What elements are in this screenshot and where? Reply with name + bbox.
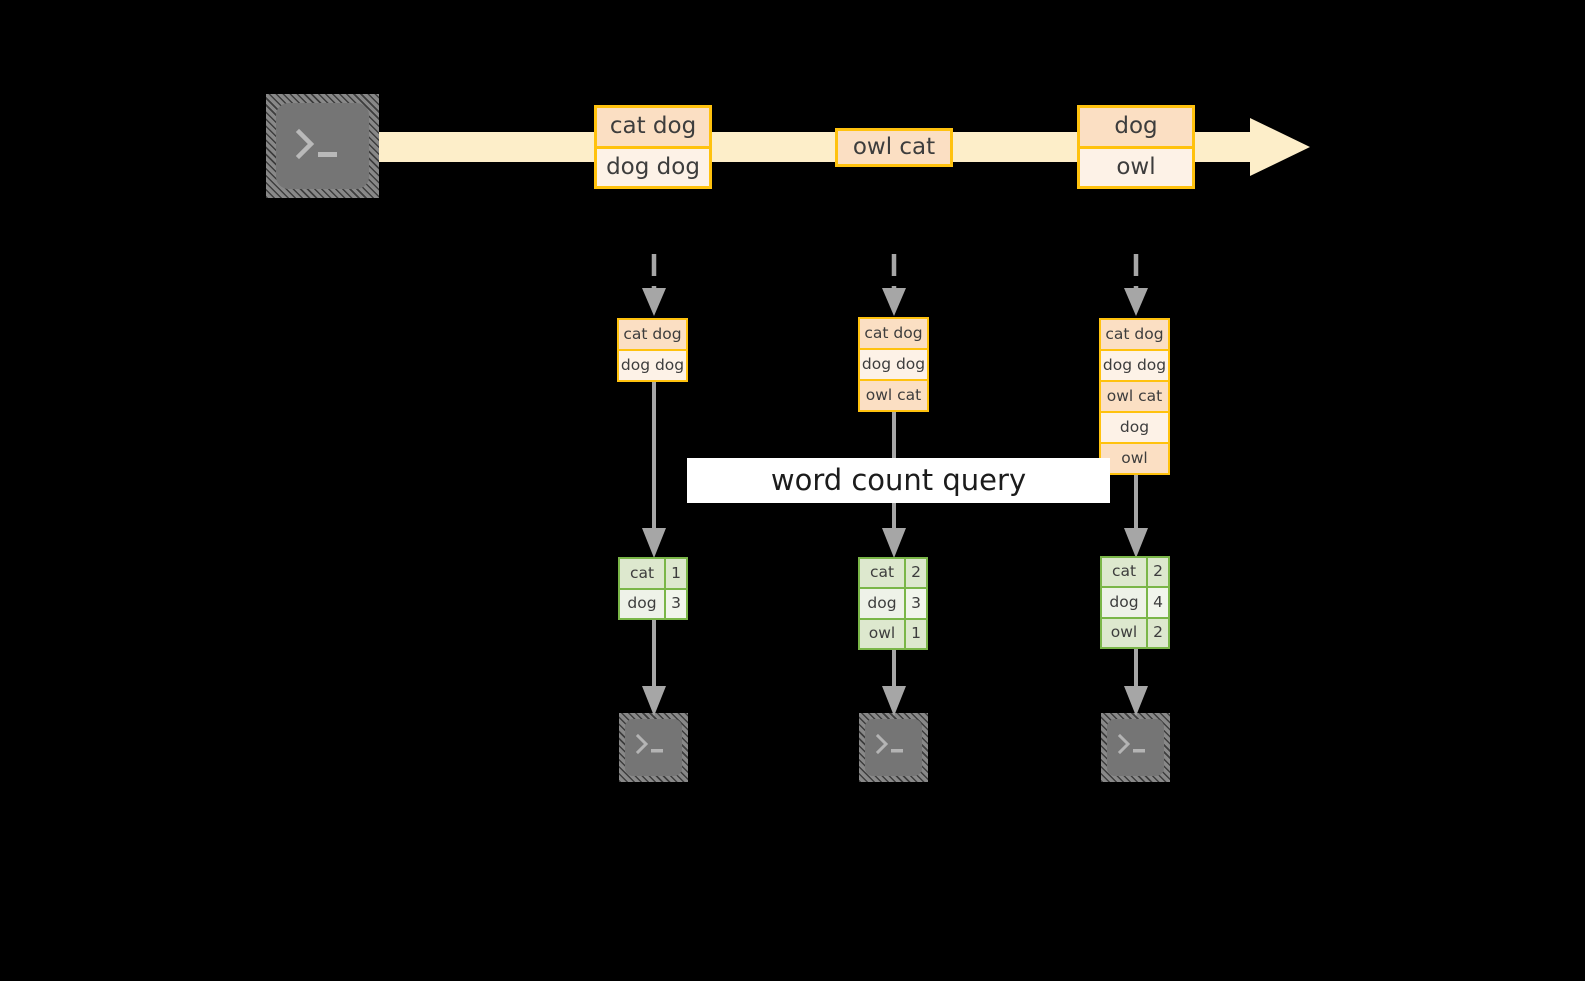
stream-event-3: dog owl	[1077, 105, 1195, 189]
result-word: owl	[860, 619, 904, 648]
stream-event-line: owl cat	[838, 131, 950, 164]
ingest-arrow-col2	[874, 254, 914, 318]
output-arrow-col3	[1116, 649, 1156, 718]
sink-terminal-icon-col1	[619, 713, 688, 782]
result-count: 1	[904, 619, 926, 648]
source-terminal-icon	[266, 94, 379, 198]
table-row: cat 2	[860, 559, 926, 588]
table-row: owl 1	[860, 617, 926, 648]
query-arrow-col3	[1116, 475, 1156, 560]
stream-arrow	[355, 118, 1315, 176]
snapshot-line: dog dog	[619, 349, 686, 380]
stream-event-1: cat dog dog dog	[594, 105, 712, 189]
result-table-col1: cat 1 dog 3	[618, 557, 688, 620]
result-word: cat	[860, 559, 904, 588]
table-row: cat 1	[620, 559, 686, 588]
snapshot-line: cat dog	[860, 319, 927, 348]
result-count: 2	[904, 559, 926, 588]
stream-event-2: owl cat	[835, 128, 953, 167]
snapshot-line: owl cat	[860, 379, 927, 410]
query-label: word count query	[770, 463, 1027, 497]
ingest-arrow-col1	[634, 254, 674, 318]
ingest-arrow-col3	[1116, 254, 1156, 318]
result-word: owl	[1102, 618, 1146, 647]
stream-event-line: cat dog	[597, 108, 709, 146]
snapshot-line: cat dog	[1101, 320, 1168, 349]
result-count: 1	[664, 559, 686, 588]
result-count: 3	[904, 589, 926, 618]
snapshot-col2: cat dog dog dog owl cat	[858, 317, 929, 412]
result-word: dog	[1102, 588, 1146, 617]
query-label-banner: word count query	[687, 458, 1110, 503]
table-row: cat 2	[1102, 558, 1168, 587]
query-arrow-col1	[634, 382, 674, 560]
snapshot-line: owl cat	[1101, 380, 1168, 411]
result-count: 2	[1146, 618, 1168, 647]
output-arrow-col1	[634, 620, 674, 718]
table-row: owl 2	[1102, 616, 1168, 647]
result-table-col2: cat 2 dog 3 owl 1	[858, 557, 928, 650]
sink-terminal-icon-col3	[1101, 713, 1170, 782]
snapshot-line: cat dog	[619, 320, 686, 349]
sink-terminal-icon-col2	[859, 713, 928, 782]
table-row: dog 4	[1102, 586, 1168, 617]
snapshot-col3: cat dog dog dog owl cat dog owl	[1099, 318, 1170, 475]
table-row: dog 3	[620, 587, 686, 618]
table-row: dog 3	[860, 587, 926, 618]
snapshot-col1: cat dog dog dog	[617, 318, 688, 382]
result-count: 2	[1146, 558, 1168, 587]
result-word: dog	[620, 589, 664, 618]
stream-event-line: owl	[1080, 145, 1192, 186]
result-word: cat	[1102, 558, 1146, 587]
stream-event-line: dog dog	[597, 145, 709, 186]
output-arrow-col2	[874, 650, 914, 718]
snapshot-line: dog	[1101, 411, 1168, 442]
result-word: dog	[860, 589, 904, 618]
snapshot-line: owl	[1101, 442, 1168, 473]
result-count: 4	[1146, 588, 1168, 617]
stream-event-line: dog	[1080, 108, 1192, 146]
result-table-col3: cat 2 dog 4 owl 2	[1100, 556, 1170, 649]
result-word: cat	[620, 559, 664, 588]
snapshot-line: dog dog	[1101, 349, 1168, 380]
snapshot-line: dog dog	[860, 348, 927, 379]
result-count: 3	[664, 589, 686, 618]
